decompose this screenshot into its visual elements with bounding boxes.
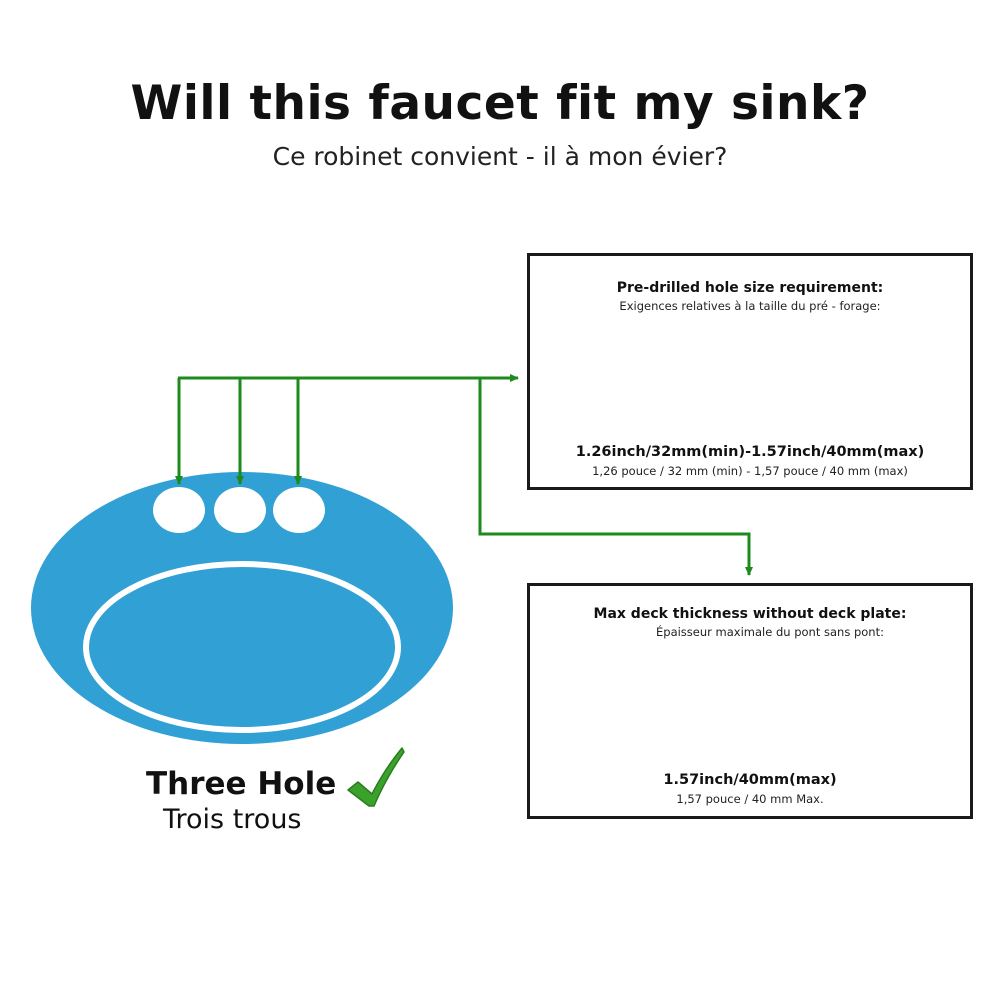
connector-arrows bbox=[175, 374, 753, 576]
panel-heading: Max deck thickness without deck plate: bbox=[593, 606, 907, 622]
panel-heading: Pre-drilled hole size requirement: bbox=[616, 280, 884, 296]
panel-heading-fr: Exigences relatives à la taille du pré -… bbox=[619, 299, 881, 313]
faucet-hole bbox=[273, 487, 325, 533]
panel-value-fr: 1,57 pouce / 40 mm Max. bbox=[676, 792, 824, 806]
deck-thickness-panel: Max deck thickness without deck plate: É… bbox=[527, 583, 973, 819]
check-icon bbox=[347, 747, 405, 807]
page-subtitle: Ce robinet convient - il à mon évier? bbox=[272, 142, 728, 171]
hole-size-panel: Pre-drilled hole size requirement: Exige… bbox=[527, 253, 973, 490]
panel-heading-fr: Épaisseur maximale du pont sans pont: bbox=[656, 625, 884, 639]
faucet-hole bbox=[214, 487, 266, 533]
sink-bowl-outline bbox=[83, 561, 401, 733]
sink-type-label: Three Hole bbox=[146, 766, 337, 802]
panel-value: 1.57inch/40mm(max) bbox=[663, 772, 837, 788]
sink-type-label-fr: Trois trous bbox=[163, 804, 302, 835]
page-title: Will this faucet fit my sink? bbox=[130, 76, 870, 131]
faucet-hole bbox=[153, 487, 205, 533]
sink-basin bbox=[31, 472, 453, 744]
panel-value: 1.26inch/32mm(min)-1.57inch/40mm(max) bbox=[575, 444, 925, 460]
panel-value-fr: 1,26 pouce / 32 mm (min) - 1,57 pouce / … bbox=[592, 464, 908, 478]
